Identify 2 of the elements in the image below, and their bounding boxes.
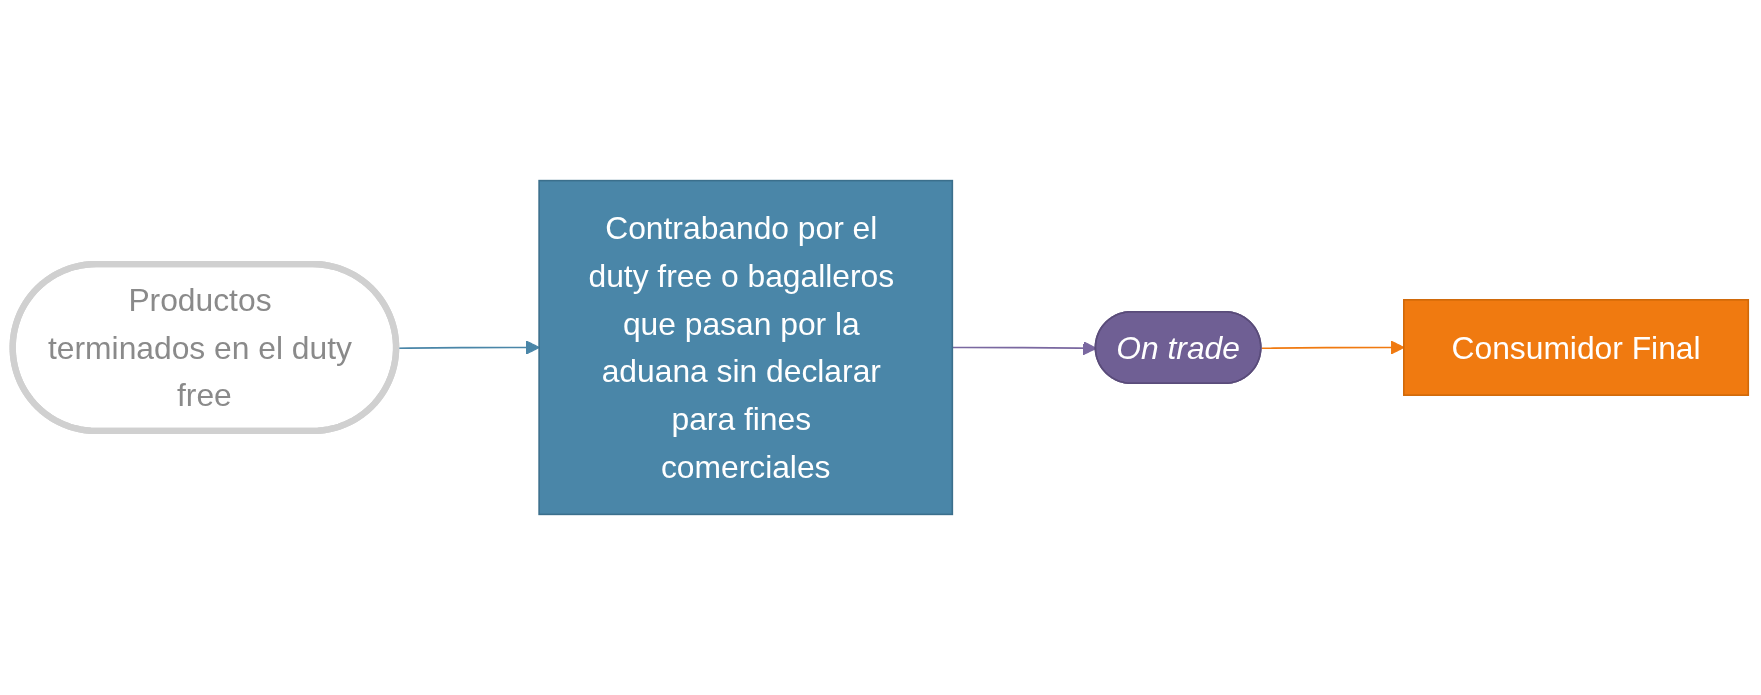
node-box: Contrabando por el duty free o bagalleros que pasan por la aduana sin declarar para fines comerciales (538, 179, 954, 516)
node-box: Consumidor Final (1403, 299, 1750, 396)
